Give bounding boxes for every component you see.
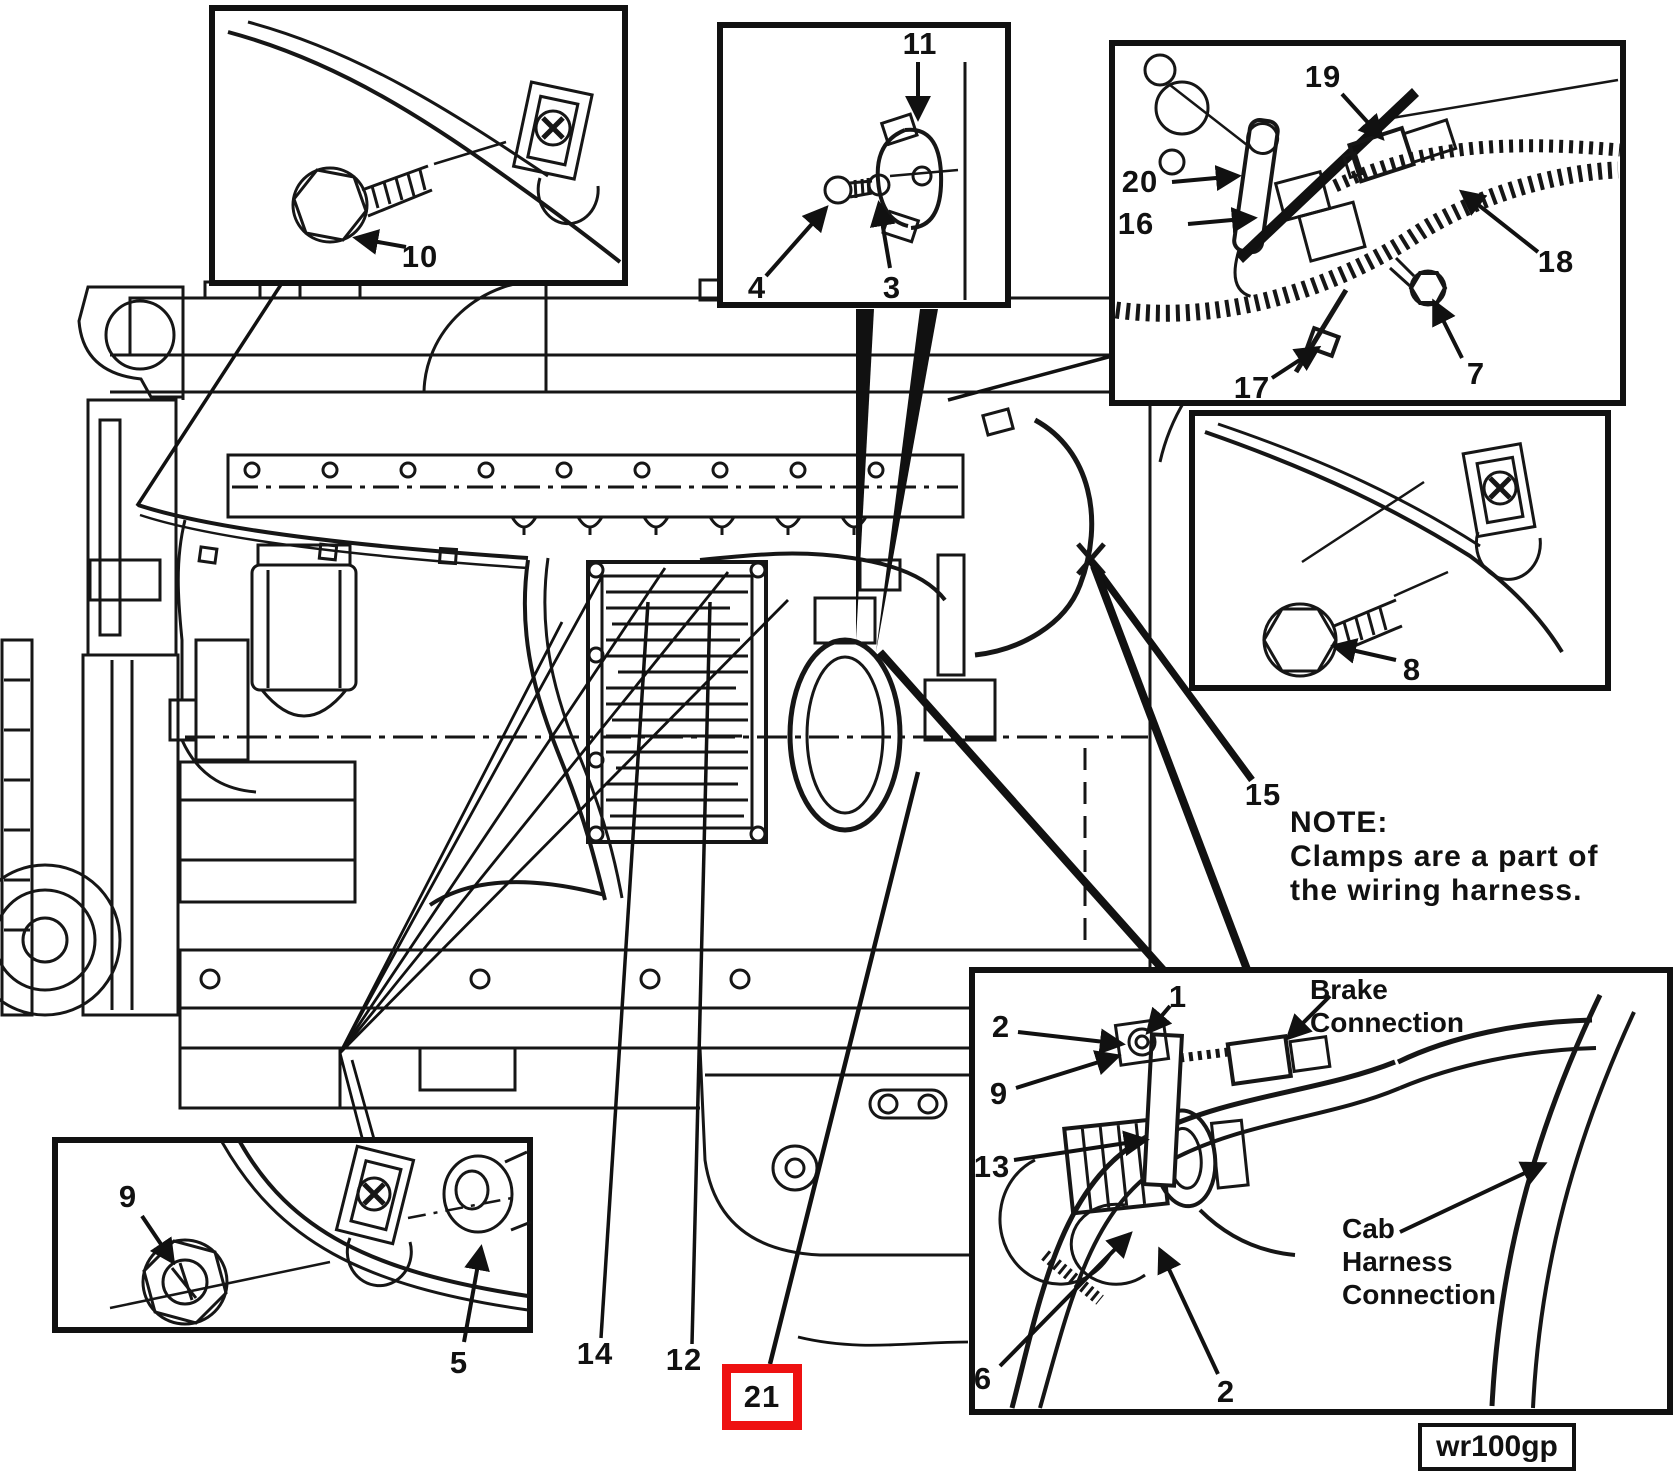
callout-12: 12 — [665, 1342, 703, 1377]
brake-connection-line1: Brake — [1310, 974, 1388, 1005]
figure-code-box: wr100gp — [1418, 1423, 1576, 1471]
note-line1: Clamps are a part of — [1290, 840, 1599, 873]
callout-7: 7 — [1466, 356, 1486, 391]
callout-5: 5 — [449, 1345, 469, 1380]
callout-15: 15 — [1244, 777, 1282, 812]
callout-2-top: 2 — [991, 1009, 1011, 1044]
callout-11: 11 — [902, 26, 938, 61]
callout-1: 1 — [1168, 979, 1188, 1014]
callout-3: 3 — [882, 270, 902, 305]
cab-connection-line1: Cab — [1342, 1213, 1395, 1244]
callout-18: 18 — [1537, 244, 1575, 279]
callout-16: 16 — [1117, 206, 1155, 241]
cab-connection-line2: Harness — [1342, 1246, 1453, 1277]
brake-connection-label: Brake Connection — [1310, 973, 1464, 1039]
note-line2: the wiring harness. — [1290, 874, 1583, 907]
callout-14: 14 — [576, 1336, 614, 1371]
leader-lines — [135, 282, 1255, 1365]
highlight-box-21[interactable]: 21 — [722, 1364, 802, 1430]
note-text: NOTE: Clamps are a part of the wiring ha… — [1290, 806, 1598, 908]
cab-harness-connection-label: Cab Harness Connection — [1342, 1212, 1496, 1311]
callout-13: 13 — [973, 1149, 1011, 1184]
inset-clamp-11 — [717, 22, 1011, 308]
callout-17: 17 — [1233, 370, 1271, 405]
inset-bolt-clamp-10 — [209, 5, 628, 286]
cab-connection-line3: Connection — [1342, 1279, 1496, 1310]
callout-2-bottom: 2 — [1216, 1374, 1236, 1409]
inset-bolt-clamp-8 — [1189, 410, 1611, 691]
callout-10: 10 — [401, 239, 439, 274]
inset-cab-harness — [969, 967, 1673, 1415]
callout-19: 19 — [1304, 59, 1342, 94]
callout-9-right: 9 — [989, 1076, 1009, 1111]
inset-harness-clamps — [1109, 40, 1626, 406]
callout-4: 4 — [747, 270, 767, 305]
callout-8: 8 — [1402, 652, 1422, 687]
callout-6: 6 — [973, 1361, 993, 1396]
callout-20: 20 — [1121, 164, 1159, 199]
figure-code: wr100gp — [1436, 1430, 1558, 1463]
callout-9-left: 9 — [118, 1179, 138, 1214]
inset-nut-spacer — [52, 1137, 533, 1343]
brake-connection-line2: Connection — [1310, 1007, 1464, 1038]
callout-21: 21 — [743, 1379, 781, 1414]
note-title: NOTE: — [1290, 806, 1389, 839]
